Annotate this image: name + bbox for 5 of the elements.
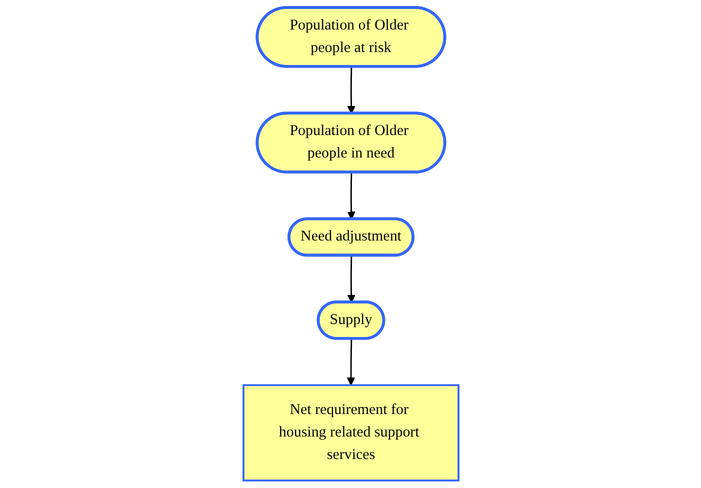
arrow — [346, 172, 355, 220]
arrow — [346, 256, 355, 303]
arrow — [346, 66, 355, 114]
arrow — [346, 338, 355, 386]
node-box: Net requirement for housing related support services — [242, 384, 459, 482]
